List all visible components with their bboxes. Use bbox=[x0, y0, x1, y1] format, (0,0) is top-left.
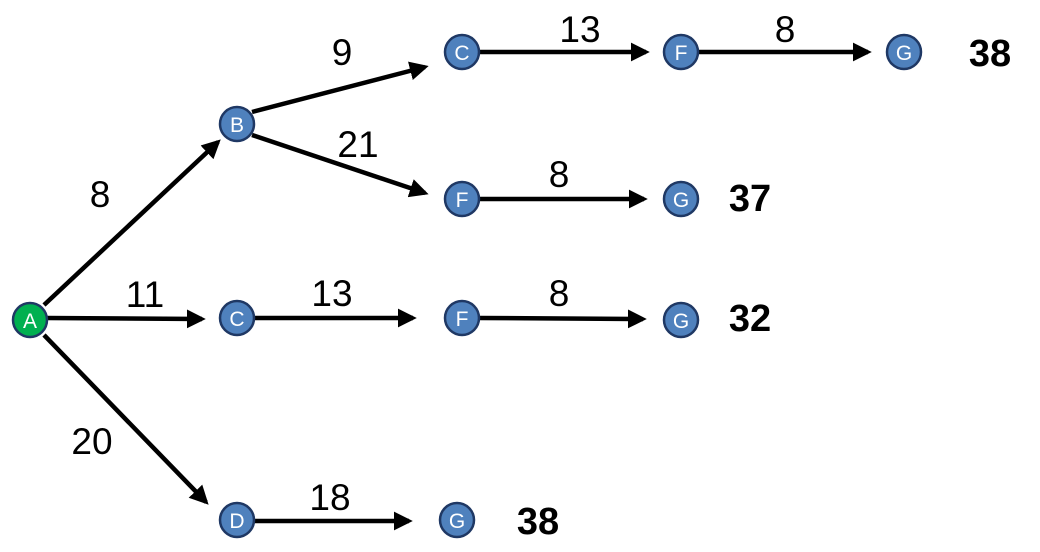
node-circle bbox=[662, 180, 700, 218]
node-label: F bbox=[675, 42, 688, 65]
node-g: G bbox=[662, 301, 700, 339]
edge-arrow-b1-c1 bbox=[251, 61, 429, 115]
node-circle bbox=[662, 33, 700, 71]
node-d: D bbox=[218, 501, 256, 539]
node-label: F bbox=[456, 308, 469, 331]
edge-arrow-a1-b1 bbox=[42, 139, 221, 307]
node-circle bbox=[885, 33, 923, 71]
edge-weight-label: 21 bbox=[337, 124, 378, 165]
edge-weight-label: 13 bbox=[311, 273, 352, 314]
labels-layer: 8 9 13 8 21 8 11 13 8 20 18 38 37 32 38 bbox=[71, 9, 1011, 543]
edge-weight-label: 8 bbox=[90, 174, 111, 215]
path-total-label: 37 bbox=[729, 178, 771, 220]
edge-arrow-f3-g3 bbox=[479, 309, 647, 329]
edge-weight-label: 9 bbox=[332, 32, 353, 73]
node-label: D bbox=[229, 510, 244, 533]
edge-weight-label: 8 bbox=[549, 273, 570, 314]
node-circle bbox=[218, 105, 256, 143]
node-c: C bbox=[443, 33, 481, 71]
node-b: B bbox=[218, 105, 256, 143]
edges-layer bbox=[42, 42, 872, 531]
nodes-layer: A B C F G F G C F G D G bbox=[11, 33, 923, 539]
node-label: B bbox=[230, 114, 244, 137]
edge-arrow-a1-c2 bbox=[46, 309, 206, 329]
edge-weight-label: 20 bbox=[71, 421, 112, 462]
node-g: G bbox=[885, 33, 923, 71]
node-circle bbox=[662, 301, 700, 339]
path-total-label: 38 bbox=[969, 33, 1011, 75]
node-circle bbox=[438, 501, 476, 539]
node-label: A bbox=[23, 310, 37, 333]
edge-weight-label: 8 bbox=[549, 154, 570, 195]
node-a: A bbox=[11, 301, 49, 339]
node-label: C bbox=[454, 42, 469, 65]
edge-arrow-b1-f2 bbox=[251, 132, 429, 198]
node-label: F bbox=[456, 189, 469, 212]
node-circle bbox=[443, 33, 481, 71]
node-label: C bbox=[229, 308, 244, 331]
node-f: F bbox=[443, 299, 481, 337]
path-total-label: 32 bbox=[729, 298, 771, 340]
node-g: G bbox=[662, 180, 700, 218]
node-f: F bbox=[662, 33, 700, 71]
edge-weight-label: 13 bbox=[559, 9, 600, 50]
node-label: G bbox=[896, 42, 912, 65]
node-label: G bbox=[449, 510, 465, 533]
edge-weight-label: 8 bbox=[775, 9, 796, 50]
node-f: F bbox=[443, 180, 481, 218]
node-label: G bbox=[673, 310, 689, 333]
node-label: G bbox=[673, 189, 689, 212]
node-circle bbox=[11, 301, 49, 339]
node-circle bbox=[443, 180, 481, 218]
edge-weight-label: 18 bbox=[309, 477, 350, 518]
node-c: C bbox=[218, 299, 256, 337]
node-circle bbox=[218, 299, 256, 337]
node-circle bbox=[443, 299, 481, 337]
edge-weight-label: 11 bbox=[126, 274, 164, 315]
node-circle bbox=[218, 501, 256, 539]
edge-arrow-a1-d1 bbox=[42, 333, 209, 505]
path-total-label: 38 bbox=[517, 501, 559, 543]
node-g: G bbox=[438, 501, 476, 539]
